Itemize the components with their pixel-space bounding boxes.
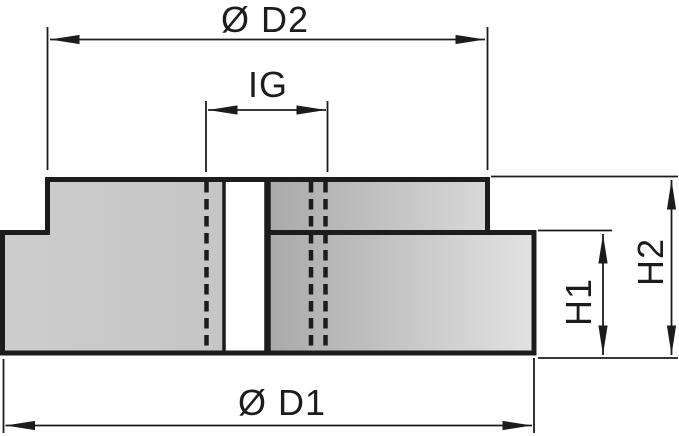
dimension-label-d1: Ø D1 — [238, 382, 326, 423]
dimension-label-ig: IG — [248, 64, 288, 105]
dimension-d1: Ø D1 — [2, 358, 535, 433]
dimension-label-h2: H2 — [630, 238, 671, 286]
dimension-ig: IG — [205, 64, 329, 172]
dimension-label-d2: Ø D2 — [221, 0, 309, 40]
section-fill-left — [2, 179, 224, 353]
part-outline — [0, 177, 537, 356]
dimension-h1: H1 — [538, 229, 612, 355]
dimension-label-h1: H1 — [558, 278, 599, 326]
dimension-d2: Ø D2 — [46, 0, 489, 170]
external-view-fill-right — [267, 179, 534, 353]
dimension-h2: H2 — [491, 175, 678, 359]
